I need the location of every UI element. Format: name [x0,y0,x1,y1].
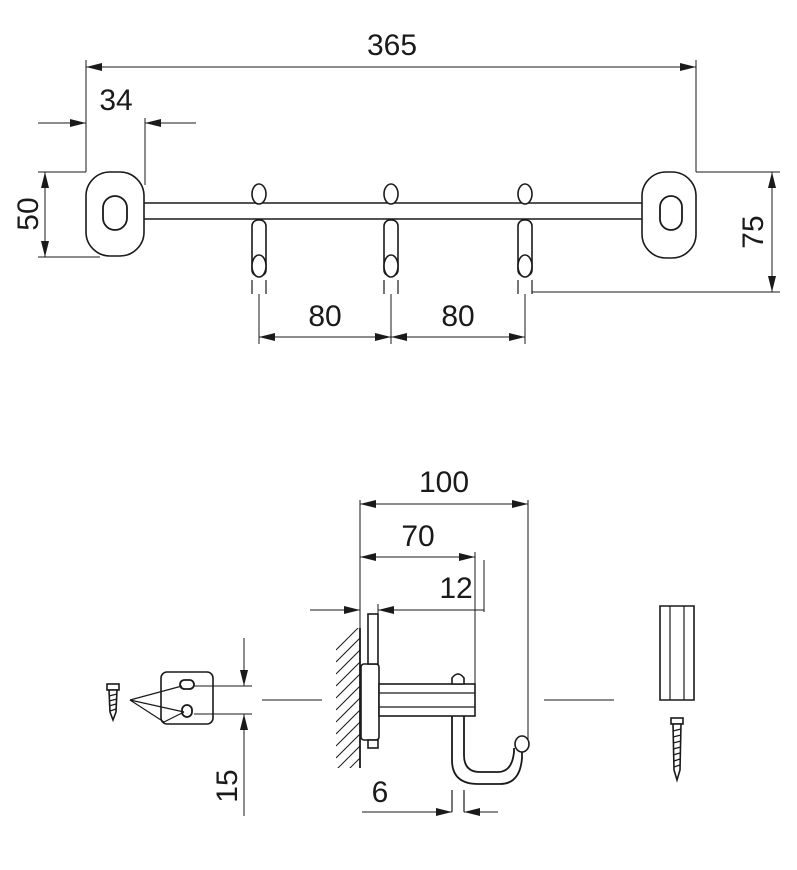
wall-hatch [336,628,360,768]
dim-bracket-height: 50 [12,171,100,258]
label-80-right: 80 [441,300,474,333]
label-50: 50 [12,197,45,230]
label-6: 6 [372,776,389,809]
arm [378,683,476,717]
dim-projection-total: 100 [359,466,529,740]
dim-projection-plate: 12 [310,560,485,614]
label-100: 100 [419,466,469,499]
label-365: 365 [367,29,417,62]
dim-hook-thickness: 6 [362,776,498,816]
dim-projection-hook: 70 [360,520,476,684]
mount-plate [360,663,380,741]
label-12: 12 [439,572,472,605]
dim-screw-spacing: 15 [194,638,252,816]
label-80-left: 80 [308,300,341,333]
dim-bracket-offset: 34 [38,84,196,185]
side-view: 100 70 12 6 [262,466,614,816]
hook-curve [451,716,523,785]
arm-knob [451,673,465,685]
front-view: 365 34 50 75 [12,29,780,344]
label-34: 34 [99,84,132,117]
label-75: 75 [737,215,770,248]
screw-long [670,717,684,783]
label-15: 15 [211,769,244,802]
mount-cap-lower [367,739,379,749]
anchor-detail [659,605,695,783]
dim-hook-spacing: 80 80 [258,294,526,344]
hook-1 [251,183,267,294]
rail-bar [117,202,663,220]
label-70: 70 [401,520,434,553]
dim-overall-length: 365 [85,29,697,172]
wall-anchor [659,605,695,701]
dim-hook-drop: 75 [532,171,780,293]
mount-cap [367,613,379,665]
right-bracket [641,171,697,259]
hook-tip [514,735,530,753]
screw-small [106,683,120,723]
plate [160,671,214,725]
left-bracket [85,171,145,257]
hook-3 [517,183,533,294]
plate-detail: 15 [106,638,252,816]
hook-2 [383,183,399,294]
